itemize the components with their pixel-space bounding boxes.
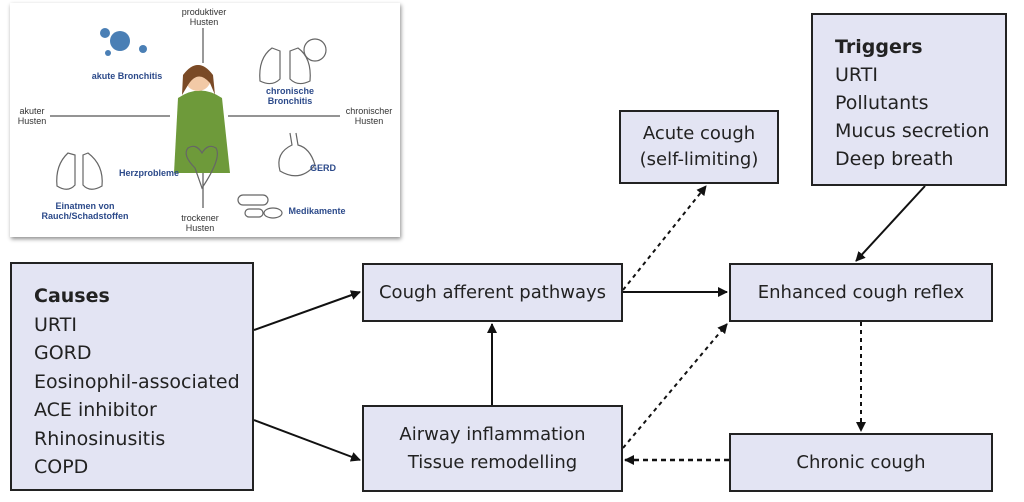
cause-item: COPD (34, 456, 89, 478)
acute-cough-line-2: (self-limiting) (639, 149, 759, 170)
cause-item: GORD (34, 342, 92, 364)
cause-item: Rhinosinusitis (34, 427, 166, 450)
airway-inflammation-label: Airway inflammation (399, 423, 586, 445)
cause-item: ACE inhibitor (34, 399, 157, 421)
dry-cough-line-2: Husten (185, 223, 215, 233)
lungs-clock-icon (259, 38, 327, 85)
cause-item: URTI (34, 313, 77, 336)
airway-inflammation-box: Airway inflammation Tissue remodelling (362, 405, 623, 492)
tissue-remodelling-label: Tissue remodelling (407, 451, 578, 473)
productive-cough-line-2: Husten (189, 17, 219, 27)
smoke-inhalation-label: Einatmen von Rauch/Schadstoffen (30, 201, 140, 221)
acute-cough-line-1: Acute cough (642, 123, 756, 144)
triggers-title: Triggers (835, 36, 923, 58)
afferent-pathways-box: Cough afferent pathways (362, 263, 623, 322)
productive-cough-label: produktiver Husten (174, 7, 234, 27)
triggers-box: Triggers URTI Pollutants Mucus secretion… (811, 13, 1007, 186)
chronic-bronchitis-label: chronische Bronchitis (255, 86, 325, 106)
arrow-triggers-to-enhanced (855, 185, 926, 262)
smoke-inhalation-line-1: Einatmen von (55, 201, 115, 211)
chronic-cough-label: Chronic cough (796, 452, 926, 473)
acute-bronchitis-label: akute Bronchitis (91, 71, 163, 81)
acute-cough-inset-line-1: akuter (19, 106, 45, 116)
stomach-icon (278, 132, 316, 177)
arrow-causes-to-airway (253, 419, 361, 462)
chronic-cough-box: Chronic cough (729, 433, 993, 492)
cough-illustration-inset: produktiver Husten akute Bronchitis chro… (10, 3, 400, 237)
trigger-item: Pollutants (835, 92, 929, 114)
arrow-afferent-to-acute (622, 185, 707, 291)
arrow-airway-to-enhanced (622, 323, 728, 449)
causes-box: Causes URTI GORD Eosinophil-associated A… (10, 262, 254, 491)
trigger-item: Mucus secretion (835, 120, 990, 142)
virus-icon (100, 28, 147, 56)
chronic-cough-inset-label: chronischer Husten (340, 106, 398, 126)
coughing-person-icon (174, 65, 230, 173)
dry-cough-line-1: trockener (181, 213, 219, 223)
chronic-bronchitis-line-1: chronische (265, 86, 314, 96)
trigger-item: URTI (835, 64, 878, 86)
productive-cough-line-1: produktiver (181, 7, 227, 17)
smoke-inhalation-line-2: Rauch/Schadstoffen (41, 211, 129, 221)
chronic-cough-inset-line-2: Husten (354, 116, 384, 126)
acute-cough-inset-label: akuter Husten (12, 106, 52, 126)
enhanced-cough-reflex-label: Enhanced cough reflex (757, 282, 965, 303)
heart-icon (185, 145, 218, 190)
trigger-item: Deep breath (835, 148, 954, 170)
chronic-cough-inset-line-1: chronischer (345, 106, 393, 116)
dry-cough-label: trockener Husten (170, 213, 230, 233)
medications-label: Medikamente (288, 206, 346, 216)
arrow-causes-to-afferent (253, 290, 361, 331)
smoke-lungs-icon (56, 152, 103, 190)
enhanced-cough-reflex-box: Enhanced cough reflex (729, 263, 993, 322)
heart-problems-label: Herzprobleme (118, 168, 180, 178)
acute-cough-inset-line-2: Husten (17, 116, 47, 126)
gerd-label: GERD (309, 163, 336, 173)
acute-cough-box: Acute cough (self-limiting) (619, 110, 779, 184)
causes-title: Causes (34, 285, 110, 307)
chronic-bronchitis-line-2: Bronchitis (267, 96, 313, 106)
inset-graphics (50, 28, 340, 219)
cause-item: Eosinophil-associated (34, 370, 240, 393)
afferent-pathways-label: Cough afferent pathways (378, 282, 607, 303)
pills-icon (237, 194, 283, 219)
